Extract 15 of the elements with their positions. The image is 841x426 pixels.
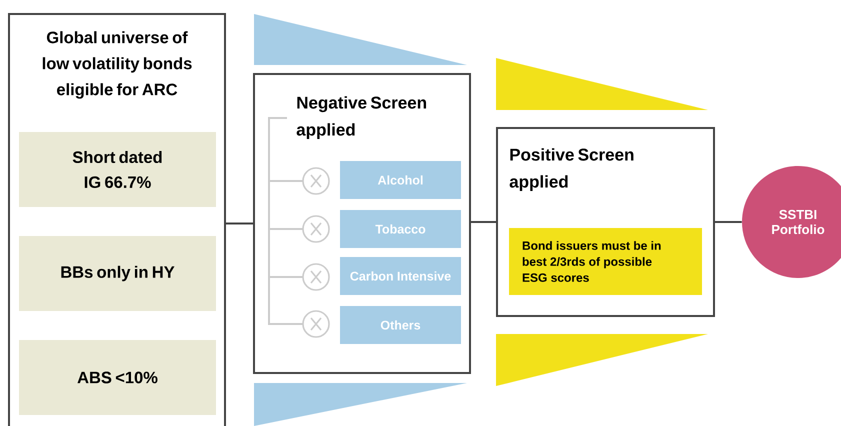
funnel-wedge — [496, 58, 708, 110]
funnel-wedge — [254, 383, 467, 426]
exclusion-box: Alcohol — [340, 161, 461, 199]
exclusion-box: Tobacco — [340, 210, 461, 248]
connector-line — [225, 222, 253, 224]
criteria-box: ABS <10% — [19, 340, 216, 415]
exclusion-box: Carbon Intensive — [340, 257, 461, 295]
funnel-wedge — [254, 14, 467, 65]
connector-line — [715, 221, 742, 223]
funnel-wedge — [496, 334, 708, 386]
connector-line — [471, 221, 496, 223]
criteria-box: BBs only in HY — [19, 236, 216, 311]
exclusion-box: Others — [340, 306, 461, 344]
criteria-box: Short dated IG 66.7% — [19, 132, 216, 207]
criteria-box: Bond issuers must be in best 2/3rds of possible ESG scores — [509, 228, 702, 295]
